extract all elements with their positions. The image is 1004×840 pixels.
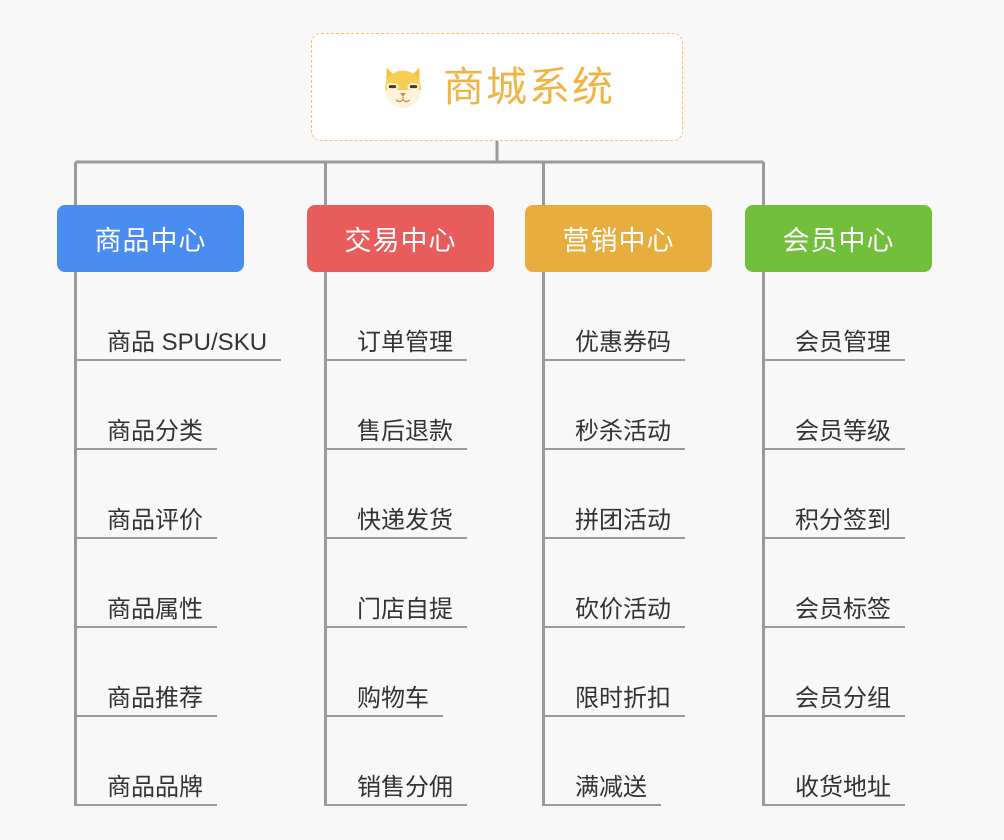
branch-spine	[542, 272, 545, 806]
leaf-underline	[74, 359, 282, 361]
leaf-label: 商品品牌	[107, 773, 203, 801]
leaf-label: 订单管理	[357, 328, 453, 356]
leaf-underline	[74, 804, 217, 806]
leaf-item[interactable]: 门店自提	[324, 539, 467, 628]
leaf-underline	[324, 359, 467, 361]
root-node[interactable]: 商城系统	[311, 33, 683, 141]
leaf-label: 砍价活动	[575, 595, 671, 623]
leaf-item[interactable]: 商品分类	[74, 361, 267, 450]
leaf-item[interactable]: 拼团活动	[542, 450, 685, 539]
leaf-column-3: 优惠券码秒杀活动拼团活动砍价活动限时折扣满减送	[542, 272, 685, 806]
leaf-label: 满减送	[575, 773, 647, 801]
leaf-item[interactable]: 优惠券码	[542, 272, 685, 361]
category-box-1[interactable]: 商品中心	[57, 205, 244, 272]
leaf-item[interactable]: 限时折扣	[542, 628, 685, 717]
leaf-item[interactable]: 收货地址	[762, 717, 905, 806]
category-box-3[interactable]: 营销中心	[525, 205, 712, 272]
leaf-underline	[74, 537, 217, 539]
branch-spine	[74, 272, 77, 806]
leaf-underline	[324, 626, 467, 628]
leaf-item[interactable]: 商品属性	[74, 539, 267, 628]
leaf-label: 优惠券码	[575, 328, 671, 356]
leaf-label: 商品推荐	[107, 684, 203, 712]
leaf-item[interactable]: 售后退款	[324, 361, 467, 450]
leaf-column-2: 订单管理售后退款快递发货门店自提购物车销售分佣	[324, 272, 467, 806]
leaf-label: 购物车	[357, 684, 429, 712]
root-title: 商城系统	[443, 63, 615, 110]
leaf-label: 商品 SPU/SKU	[107, 328, 268, 356]
leaf-item[interactable]: 会员等级	[762, 361, 905, 450]
leaf-item[interactable]: 商品 SPU/SKU	[74, 272, 282, 361]
leaf-item[interactable]: 购物车	[324, 628, 453, 717]
leaf-item[interactable]: 销售分佣	[324, 717, 467, 806]
leaf-underline	[74, 626, 217, 628]
leaf-underline	[542, 804, 661, 806]
leaf-label: 积分签到	[795, 506, 891, 534]
leaf-item[interactable]: 秒杀活动	[542, 361, 685, 450]
leaf-item[interactable]: 会员标签	[762, 539, 905, 628]
leaf-underline	[542, 359, 685, 361]
leaf-item[interactable]: 商品品牌	[74, 717, 267, 806]
leaf-label: 门店自提	[357, 595, 453, 623]
leaf-underline	[542, 537, 685, 539]
leaf-underline	[74, 448, 217, 450]
leaf-underline	[762, 448, 905, 450]
leaf-column-1: 商品 SPU/SKU 商品分类商品评价商品属性商品推荐商品品牌	[74, 272, 282, 806]
leaf-item[interactable]: 会员分组	[762, 628, 905, 717]
leaf-label: 商品评价	[107, 506, 203, 534]
leaf-underline	[762, 804, 905, 806]
leaf-underline	[762, 537, 905, 539]
leaf-label: 会员等级	[795, 417, 891, 445]
leaf-label: 收货地址	[795, 773, 891, 801]
leaf-underline	[542, 448, 685, 450]
leaf-label: 限时折扣	[575, 684, 671, 712]
category-title: 营销中心	[562, 226, 675, 256]
leaf-item[interactable]: 会员管理	[762, 272, 905, 361]
leaf-underline	[324, 804, 467, 806]
category-title: 会员中心	[782, 226, 895, 256]
branch-spine	[762, 272, 765, 806]
leaf-item[interactable]: 积分签到	[762, 450, 905, 539]
leaf-label: 秒杀活动	[575, 417, 671, 445]
leaf-underline	[74, 715, 217, 717]
leaf-underline	[542, 626, 685, 628]
leaf-label: 拼团活动	[575, 506, 671, 534]
leaf-item[interactable]: 快递发货	[324, 450, 467, 539]
leaf-underline	[324, 715, 443, 717]
leaf-item[interactable]: 满减送	[542, 717, 671, 806]
leaf-item[interactable]: 砍价活动	[542, 539, 685, 628]
branch-spine	[324, 272, 327, 806]
leaf-label: 会员分组	[795, 684, 891, 712]
leaf-label: 会员管理	[795, 328, 891, 356]
leaf-underline	[762, 626, 905, 628]
leaf-underline	[762, 715, 905, 717]
leaf-underline	[324, 537, 467, 539]
dog-face-icon	[385, 67, 421, 108]
leaf-item[interactable]: 订单管理	[324, 272, 467, 361]
category-title: 商品中心	[94, 226, 207, 256]
leaf-underline	[762, 359, 905, 361]
leaf-item[interactable]: 商品评价	[74, 450, 267, 539]
leaf-label: 售后退款	[357, 417, 453, 445]
leaf-item[interactable]: 商品推荐	[74, 628, 267, 717]
leaf-underline	[542, 715, 685, 717]
leaf-label: 商品分类	[107, 417, 203, 445]
leaf-label: 会员标签	[795, 595, 891, 623]
category-title: 交易中心	[344, 226, 457, 256]
leaf-label: 商品属性	[107, 595, 203, 623]
leaf-underline	[324, 448, 467, 450]
leaf-label: 快递发货	[357, 506, 453, 534]
leaf-column-4: 会员管理会员等级积分签到会员标签会员分组收货地址	[762, 272, 905, 806]
category-box-2[interactable]: 交易中心	[307, 205, 494, 272]
category-box-4[interactable]: 会员中心	[745, 205, 932, 272]
leaf-label: 销售分佣	[357, 773, 453, 801]
